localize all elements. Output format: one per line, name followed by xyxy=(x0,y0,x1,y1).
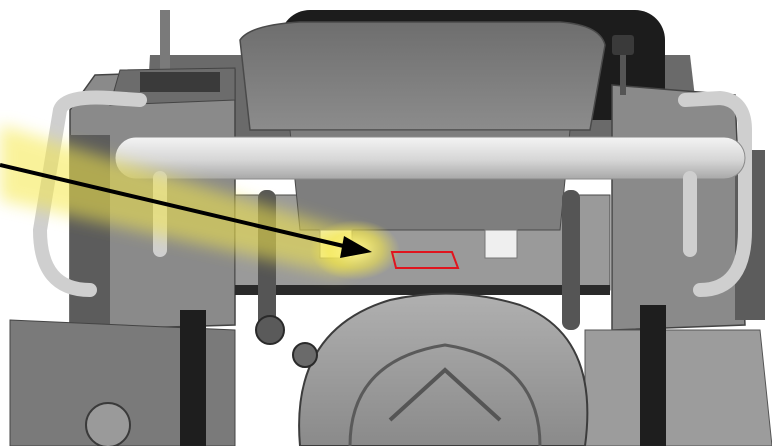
left-pulley xyxy=(255,315,285,345)
seat-back xyxy=(239,21,606,131)
label-location-outline xyxy=(390,251,460,269)
grab-rail xyxy=(32,90,752,297)
right-mount-block xyxy=(484,229,518,259)
lower-right-panel xyxy=(584,329,772,446)
engine-cover xyxy=(298,292,589,446)
dial-knob xyxy=(85,402,131,446)
cross-bar xyxy=(235,285,610,295)
lower-left-panel xyxy=(9,319,236,446)
left-cap xyxy=(292,342,318,368)
callout-arrow xyxy=(0,163,372,258)
